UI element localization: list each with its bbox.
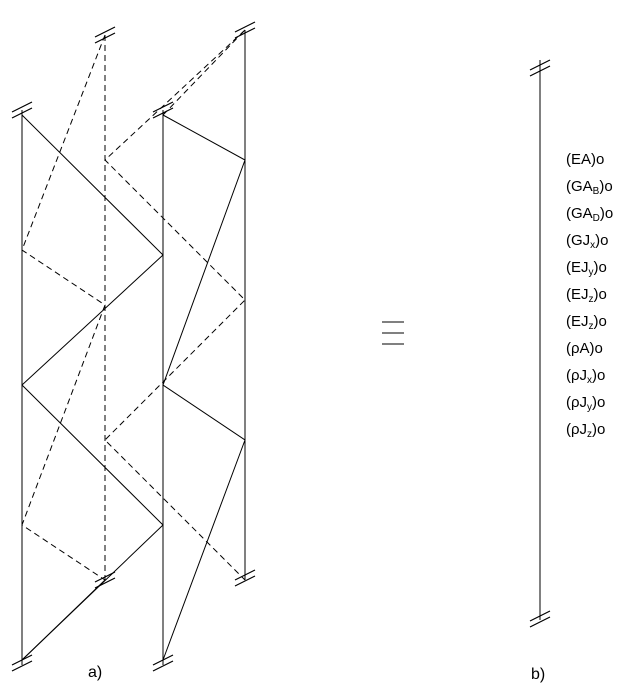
property-main: (EJ — [566, 259, 589, 276]
back-face-lacing-upper — [104, 29, 246, 581]
property-subscript: x — [587, 375, 593, 386]
back-face-lacing — [105, 30, 245, 35]
property-item: (EA)o — [566, 149, 613, 176]
property-item: (ρJz)o — [566, 419, 613, 446]
property-main: (ρJ — [566, 367, 588, 384]
property-main: (ρA) — [566, 340, 595, 357]
bottom-brace — [21, 579, 106, 661]
property-end: )o — [595, 232, 609, 249]
equivalence-symbol — [382, 321, 404, 345]
property-item: (GAD)o — [566, 203, 613, 230]
lattice-structure — [11, 21, 256, 672]
property-subscript: x — [590, 240, 596, 251]
property-subscript: D — [592, 213, 600, 224]
property-subscript: z — [587, 429, 593, 440]
left-face-lacing — [21, 34, 106, 581]
property-item: (ρA)o — [566, 338, 613, 365]
property-item: (EJz)o — [566, 284, 613, 311]
property-end: o — [596, 151, 605, 168]
property-main: (GA — [566, 205, 593, 222]
property-end: )o — [599, 205, 614, 222]
equivalent-stiffness-list: (EA)o(GAB)o(GAD)o(GJx)o(EJy)o(EJz)o(EJz)… — [566, 149, 613, 446]
property-subscript: z — [588, 321, 594, 332]
top-brace — [162, 29, 246, 116]
front-face-lacing — [21, 114, 164, 661]
caption-a: a) — [88, 664, 103, 681]
property-subscript: y — [587, 402, 593, 413]
property-end: )o — [592, 421, 606, 438]
right-face-lacing — [162, 114, 246, 661]
property-main: (EA) — [566, 151, 596, 168]
property-end: )o — [592, 367, 606, 384]
property-end: )o — [593, 313, 607, 330]
property-item: (EJy)o — [566, 257, 613, 284]
property-main: (ρJ — [566, 394, 588, 411]
property-end: )o — [593, 286, 607, 303]
property-item: (ρJx)o — [566, 365, 613, 392]
property-item: (GAB)o — [566, 176, 613, 203]
property-main: (GJ — [566, 232, 591, 249]
property-end: )o — [593, 259, 607, 276]
property-main: (EJ — [566, 313, 589, 330]
property-end: )o — [592, 394, 606, 411]
property-subscript: y — [588, 267, 594, 278]
property-item: (GJx)o — [566, 230, 613, 257]
property-end: o — [594, 340, 603, 357]
property-main: (ρJ — [566, 421, 588, 438]
equivalent-beam — [529, 59, 551, 628]
beam-break-marks — [529, 59, 551, 628]
property-main: (GA — [566, 178, 593, 195]
break-marks — [11, 21, 256, 672]
property-subscript: z — [588, 294, 594, 305]
caption-b: b) — [531, 666, 546, 683]
property-item: (EJz)o — [566, 311, 613, 338]
property-subscript: B — [592, 186, 600, 197]
property-main: (EJ — [566, 286, 589, 303]
property-end: )o — [599, 178, 613, 195]
property-item: (ρJy)o — [566, 392, 613, 419]
